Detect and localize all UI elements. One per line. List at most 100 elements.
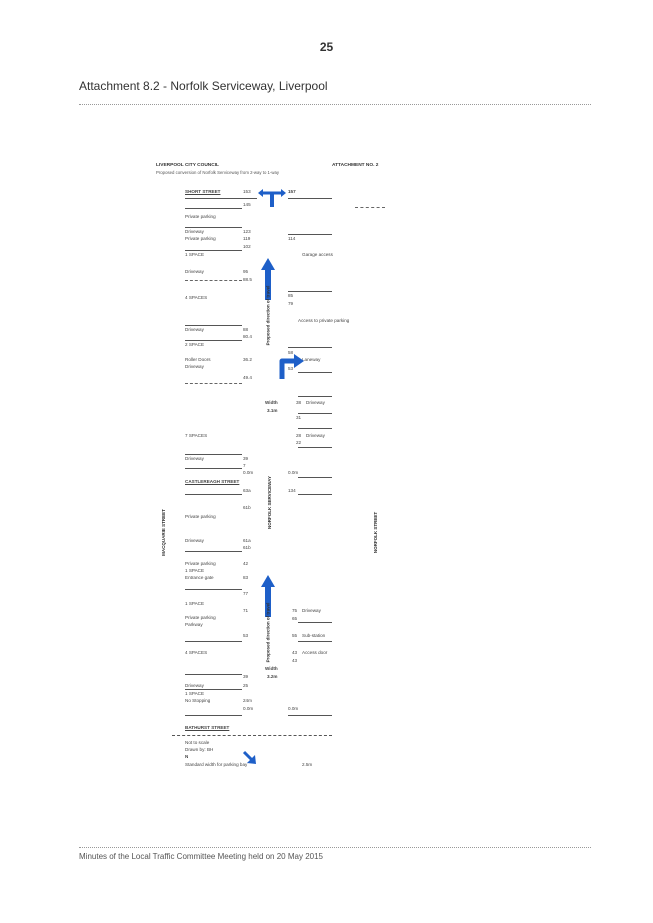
boundary-line <box>288 715 332 716</box>
boundary-line <box>298 396 332 397</box>
right-num: 55 <box>292 633 298 638</box>
legend-bay-width: Standard width for parking bay <box>185 762 248 767</box>
bathurst-street-label: BATHURST STREET <box>185 725 230 730</box>
boundary-line <box>185 589 242 590</box>
left-num: 77 <box>243 591 249 596</box>
right-num: 114 <box>288 236 296 241</box>
boundary-line <box>185 641 242 642</box>
legend-drawn-by: Drawn by: BH <box>185 747 214 752</box>
right-num: 43 <box>292 658 298 663</box>
boundary-line <box>185 325 242 326</box>
right-num: 134 <box>288 488 296 493</box>
north-arrow-icon <box>242 750 256 764</box>
left-label: Driveway <box>185 538 204 543</box>
right-num: 31 <box>296 415 302 420</box>
left-label: Private parking <box>185 514 216 519</box>
right-label: Driveway <box>306 400 325 405</box>
left-num: 153 <box>243 189 251 194</box>
boundary-line <box>298 641 332 642</box>
left-label: Driveway <box>185 456 204 461</box>
left-label: 1 SPACE <box>185 568 205 573</box>
boundary-line <box>185 494 242 495</box>
width-label-1a: Width <box>265 400 278 405</box>
turn-arrow-laneway-icon <box>279 354 304 379</box>
left-label: 7 SPACES <box>185 433 208 438</box>
left-num: 102 <box>243 244 251 249</box>
left-num: 61b <box>243 545 251 550</box>
left-num: 61b <box>243 505 251 510</box>
boundary-line <box>298 477 332 478</box>
right-num: 0.0m <box>288 470 299 475</box>
left-num: 39 <box>243 456 249 461</box>
boundary-line <box>355 207 385 208</box>
left-label: Entrance gate <box>185 575 214 580</box>
page-number: 25 <box>319 40 334 54</box>
right-num: 157 <box>288 189 296 194</box>
right-label: Laneway <box>302 357 321 362</box>
left-label: Private parking <box>185 615 216 620</box>
right-num: 85 <box>288 293 294 298</box>
turn-arrow-short-street-icon <box>258 189 286 207</box>
right-label: Driveway <box>306 433 325 438</box>
right-num: 65 <box>292 616 298 621</box>
left-label: 4 SPACES <box>185 295 208 300</box>
left-num: 24m <box>243 698 252 703</box>
diagram-subtitle: Proposed conversion of Norfolk Servicewa… <box>156 170 279 175</box>
right-num: 53 <box>288 366 294 371</box>
boundary-line <box>185 383 242 384</box>
direction-label-2: Proposed direction of travel <box>265 602 271 663</box>
boundary-line <box>185 208 242 209</box>
left-label: 1 SPACE <box>185 601 205 606</box>
boundary-line <box>185 689 242 690</box>
boundary-line <box>288 198 332 199</box>
left-num: 42 <box>243 561 249 566</box>
left-num: 63a <box>243 488 251 493</box>
left-label: Parkway <box>185 622 203 627</box>
left-label: Driveway <box>185 327 204 332</box>
left-num: 0.0m <box>243 470 254 475</box>
left-label: Roller Doors <box>185 357 211 362</box>
boundary-line <box>298 372 332 373</box>
serviceway-label: NORFOLK SERVICEWAY <box>267 475 273 530</box>
direction-arrow-north-icon <box>261 575 275 617</box>
boundary-line <box>185 551 242 552</box>
right-label: Driveway <box>302 608 321 613</box>
right-num: 0.0m <box>288 706 299 711</box>
left-label: 2 SPACE <box>185 342 205 347</box>
boundary-line <box>185 250 242 251</box>
right-label: Access door <box>302 650 328 655</box>
left-num: 39 <box>243 674 249 679</box>
right-label: Access to private parking <box>298 318 350 323</box>
castlereagh-street-label: CASTLEREAGH STREET <box>185 479 240 484</box>
left-num: 53 <box>243 633 249 638</box>
right-num: 43 <box>292 650 298 655</box>
width-label-2a: Width <box>265 666 278 671</box>
page-footer: Minutes of the Local Traffic Committee M… <box>79 852 323 861</box>
boundary-line <box>185 674 242 675</box>
left-label: Driveway <box>185 683 204 688</box>
left-num: 83 <box>243 575 249 580</box>
left-label: Private parking <box>185 561 216 566</box>
direction-arrow-north-icon <box>261 258 275 300</box>
left-num: 7 <box>243 463 246 468</box>
right-num: 28 <box>296 433 302 438</box>
legend-bay-width-value: 2.5m <box>302 762 313 767</box>
left-label: Driveway <box>185 364 204 369</box>
boundary-line <box>298 622 332 623</box>
footer-rule <box>79 847 591 848</box>
left-label: 1 SPACE <box>185 252 205 257</box>
width-label-1b: 3.1m <box>267 408 278 413</box>
right-num: 22 <box>296 440 302 445</box>
boundary-line <box>288 347 332 348</box>
legend-north: N <box>185 754 189 759</box>
left-num: 0.0m <box>243 706 254 711</box>
legend-scale: Not to scale <box>185 740 210 745</box>
width-label-2b: 3.2m <box>267 674 278 679</box>
boundary-line <box>288 291 332 292</box>
attachment-number: ATTACHMENT NO. 2 <box>332 163 379 168</box>
boundary-line <box>185 468 242 469</box>
boundary-line <box>298 428 332 429</box>
boundary-line <box>172 735 332 736</box>
diagram: LIVERPOOL CITY COUNCIL ATTACHMENT NO. 2 … <box>150 155 400 795</box>
boundary-line <box>298 447 332 448</box>
